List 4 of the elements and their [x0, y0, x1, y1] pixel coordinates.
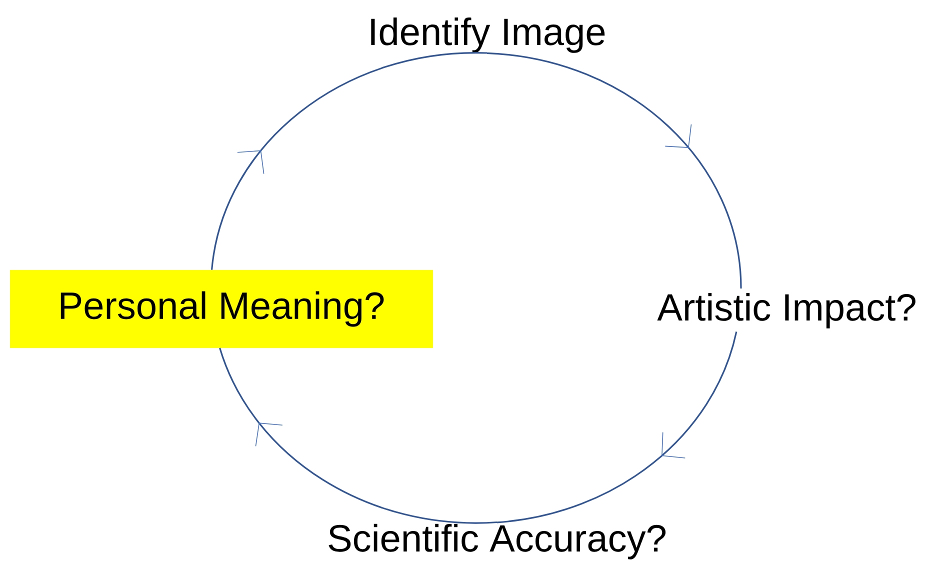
cycle-label: Identify Image — [371, 17, 605, 53]
highlighted-label: Personal Meaning? — [10, 270, 433, 348]
cycle-label: Scientific Accuracy? — [328, 524, 666, 560]
cycle-label: Artistic Impact? — [657, 292, 916, 328]
